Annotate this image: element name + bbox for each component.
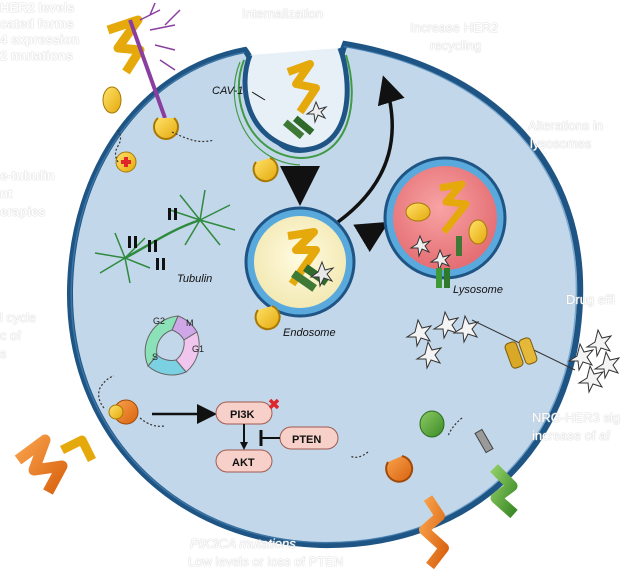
- pten-label: PTEN: [292, 434, 321, 446]
- recycling-arrow: [336, 75, 405, 224]
- her2-note-4: 2 mutations: [0, 48, 73, 63]
- cycle-note-1: l cycle: [0, 310, 37, 325]
- lysosome-alt-note-2: lysosomes: [530, 136, 592, 151]
- tubulin-note-1: e-tubulin: [0, 168, 55, 183]
- receptors-top-left: [102, 2, 215, 173]
- tubulin-note-2: nt: [0, 186, 13, 201]
- phase-g1: G1: [192, 344, 204, 354]
- endosome-label: Endosome: [283, 327, 336, 339]
- tubulin-label: Tubulin: [177, 273, 212, 285]
- drug-efflux-note: Drug effl: [566, 292, 615, 307]
- phase-m: M: [186, 318, 194, 328]
- her2-note-3: 4 expression: [0, 32, 80, 47]
- receptors-bottom-right: [349, 410, 518, 570]
- akt-label: AKT: [232, 457, 255, 469]
- lysosome: [383, 156, 507, 288]
- receptors-left-bottom: [14, 375, 165, 495]
- payload-stars: [405, 310, 621, 394]
- nrg-note-1: NRG-HER3 sig: [532, 410, 621, 425]
- cell-cycle-ring: [144, 315, 200, 376]
- recycling-note-1: Increase HER2: [410, 20, 499, 35]
- cav1-label: CAV-1: [212, 85, 243, 97]
- cycle-note-3: s: [0, 346, 7, 361]
- phase-s: S: [152, 352, 158, 362]
- internalization-note: Internalization: [242, 6, 323, 21]
- her2-note-1: HER2 levels: [0, 0, 75, 15]
- cycle-note-2: c of: [0, 328, 21, 343]
- pik3ca-note-1: PIK3CA mutations: [190, 536, 296, 551]
- efflux-pump: [504, 337, 538, 369]
- microtubule-ends: [128, 208, 177, 270]
- tubulin-note-3: erapies: [0, 204, 46, 219]
- pik3ca-note-2: Low levels or loss of PTEN: [188, 554, 344, 569]
- receptor-in-pit: [252, 60, 328, 331]
- signaling-pathway: [152, 398, 339, 473]
- lysosome-label: Lysosome: [453, 284, 503, 296]
- nrg-note-2: increase of af: [532, 428, 611, 443]
- pi3k-label: PI3K: [230, 409, 255, 421]
- lysosome-alt-note-1: Alterations in: [528, 118, 604, 133]
- endosome: [244, 206, 356, 318]
- her2-note-2: cated forms: [0, 16, 74, 31]
- caveolae-pit: [233, 47, 353, 166]
- recycling-note-2: recycling: [430, 38, 482, 53]
- arrow-to-lysosome: [353, 221, 389, 253]
- phase-g2: G2: [153, 316, 165, 326]
- tubulin-network: [94, 189, 236, 284]
